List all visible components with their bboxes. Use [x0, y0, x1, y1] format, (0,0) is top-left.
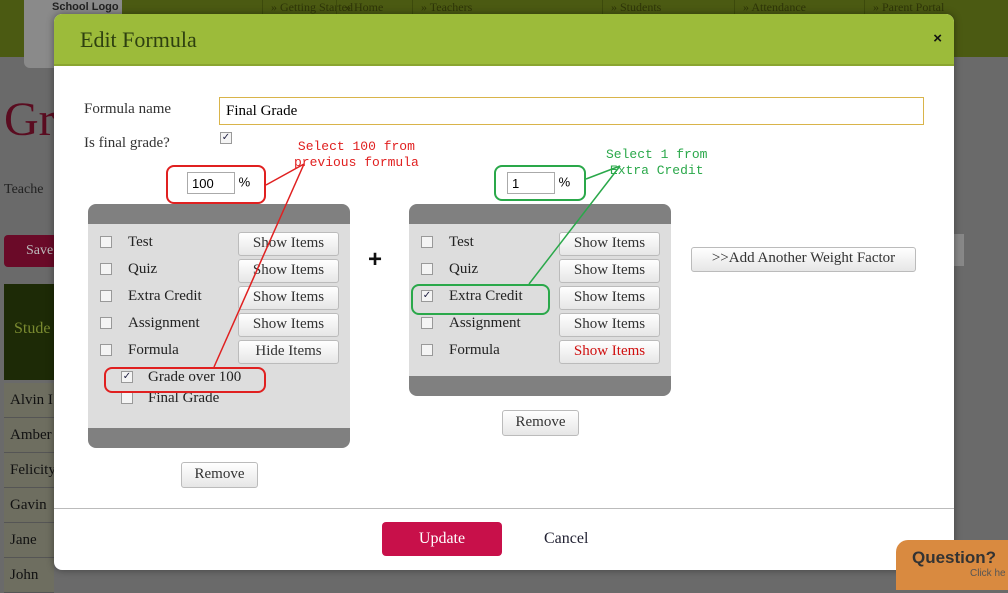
item-label: Formula [128, 342, 179, 358]
nav-tab[interactable]: » Students [602, 0, 661, 14]
plus-sign: + [368, 246, 383, 273]
item-checkbox[interactable] [421, 344, 433, 356]
annotation-red-percent [166, 165, 266, 204]
student-row: Amber [4, 418, 54, 453]
sub-item-label: Grade over 100 [148, 369, 242, 385]
show-items-button[interactable]: Show Items [559, 313, 660, 337]
item-label: Assignment [449, 315, 521, 331]
nav-tab[interactable]: » Getting Started [262, 0, 353, 14]
close-icon[interactable]: × [933, 30, 942, 47]
factor-item: Assignment Show Items [409, 311, 671, 338]
sub-item-checkbox[interactable]: ✓ [121, 371, 133, 383]
item-label: Test [449, 234, 474, 250]
green-line-2 [528, 165, 621, 285]
annotation-green-percent [494, 165, 586, 201]
show-items-button[interactable]: Show Items [238, 313, 339, 337]
nav-tab[interactable]: » Attendance [734, 0, 806, 14]
item-checkbox[interactable] [100, 317, 112, 329]
background-button [954, 234, 964, 266]
update-button[interactable]: Update [382, 522, 502, 556]
item-checkbox[interactable] [100, 344, 112, 356]
annotation-lines [213, 163, 621, 368]
sub-item: Final Grade [88, 386, 350, 413]
question-title: Question? [912, 548, 997, 567]
item-label: Assignment [128, 315, 200, 331]
dialog-header: Edit Formula × [54, 14, 954, 66]
factor-item: Quiz Show Items [409, 257, 671, 284]
page-title: Gr [4, 93, 55, 146]
sub-item: ✓ Grade over 100 [88, 365, 350, 392]
item-checkbox[interactable] [421, 317, 433, 329]
student-row: Jane [4, 523, 54, 558]
students-header: Stude [4, 284, 54, 380]
factor-2-remove-button[interactable]: Remove [502, 410, 579, 436]
hide-items-button[interactable]: Hide Items [238, 340, 339, 364]
edit-formula-dialog: Edit Formula × Formula name Is final gra… [54, 14, 954, 570]
question-widget[interactable]: Question? Click he [896, 540, 1008, 590]
annotation-green-note: Select 1 from Extra Credit [606, 147, 708, 178]
factor-item: ✓ Extra Credit Show Items [409, 284, 671, 311]
red-line-1 [265, 163, 305, 186]
factor-1-percent-input[interactable] [187, 172, 235, 194]
factor-item: Formula Show Items [409, 338, 671, 365]
item-label: Formula [449, 342, 500, 358]
annotation-red-note: Select 100 from previous formula [294, 139, 419, 170]
item-checkbox[interactable] [421, 236, 433, 248]
item-checkbox[interactable] [100, 236, 112, 248]
show-items-button[interactable]: Show Items [559, 286, 660, 310]
item-checkbox[interactable] [100, 263, 112, 275]
is-final-grade-checkbox[interactable]: ✓ [220, 132, 232, 144]
factor-item: Assignment Show Items [88, 311, 350, 338]
factor-item: Test Show Items [409, 230, 671, 257]
show-items-button[interactable]: Show Items [559, 232, 660, 256]
item-checkbox[interactable] [100, 290, 112, 302]
formula-name-label: Formula name [84, 101, 172, 117]
factor-item: Extra Credit Show Items [88, 284, 350, 311]
factor-2-percent-input[interactable] [507, 172, 555, 194]
factor-1-remove-button[interactable]: Remove [181, 462, 258, 488]
annotation-red-item [104, 367, 266, 393]
factor-1-percent: % [187, 172, 250, 194]
teacher-label: Teache [4, 182, 44, 197]
question-subtext: Click he [970, 568, 1006, 579]
item-label: Extra Credit [449, 288, 523, 304]
show-items-button[interactable]: Show Items [559, 259, 660, 283]
factor-item: Formula Hide Items [88, 338, 350, 365]
item-checkbox[interactable]: ✓ [421, 290, 433, 302]
student-row: Alvin I [4, 383, 54, 418]
student-row: John [4, 558, 54, 593]
item-label: Quiz [449, 261, 479, 277]
add-weight-factor-button[interactable]: >>Add Another Weight Factor [691, 247, 916, 272]
show-items-button[interactable]: Show Items [238, 286, 339, 310]
show-items-button[interactable]: Show Items [238, 259, 339, 283]
formula-name-input[interactable] [219, 97, 924, 125]
student-row: Gavin [4, 488, 54, 523]
red-line-2 [213, 163, 305, 368]
dialog-title: Edit Formula [80, 27, 197, 52]
factor-2-percent: % [507, 172, 570, 194]
footer-divider [54, 508, 954, 509]
green-line-1 [585, 165, 621, 180]
item-checkbox[interactable] [421, 263, 433, 275]
student-row: Felicity [4, 453, 56, 488]
nav-tab[interactable]: » Teachers [412, 0, 472, 14]
show-items-button[interactable]: Show Items [559, 340, 660, 364]
factor-1-box: Test Show Items Quiz Show Items Extra Cr… [88, 204, 350, 448]
nav-tab[interactable]: » Parent Portal [864, 0, 944, 14]
cancel-button[interactable]: Cancel [544, 530, 589, 547]
sub-item-label: Final Grade [148, 390, 220, 406]
item-label: Extra Credit [128, 288, 202, 304]
is-final-grade-label: Is final grade? [84, 135, 170, 151]
item-label: Test [128, 234, 153, 250]
factor-item: Quiz Show Items [88, 257, 350, 284]
item-label: Quiz [128, 261, 158, 277]
annotation-green-item [411, 284, 550, 315]
nav-tab[interactable]: » Home [336, 0, 383, 14]
factor-2-box: Test Show Items Quiz Show Items✓ Extra C… [409, 204, 671, 396]
